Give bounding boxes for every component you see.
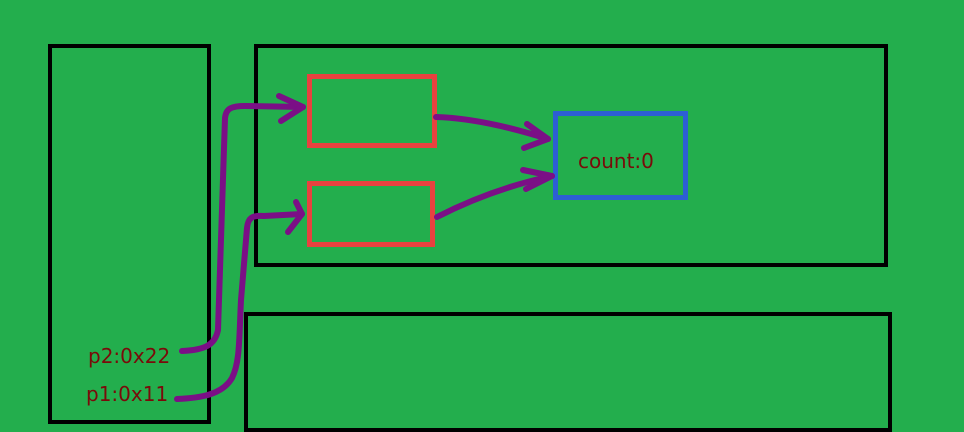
lower-arrowhead (520, 167, 555, 192)
pointer-p2-label: p2:0x22 (88, 344, 171, 368)
count-label: count:0 (578, 149, 654, 173)
count-box (553, 111, 688, 200)
lower-to-count-arrow (434, 173, 555, 220)
p1-arrow (174, 211, 305, 402)
object-box-lower (307, 181, 435, 247)
heap-region-top (254, 44, 888, 267)
p2-arrowhead (276, 93, 306, 124)
object-box-upper (307, 74, 437, 148)
upper-arrowhead (521, 121, 551, 151)
p1-arrowhead (285, 199, 305, 235)
pointer-arrows (174, 93, 555, 402)
upper-to-count-arrow (433, 114, 551, 142)
pointer-p1-label: p1:0x11 (86, 382, 169, 406)
p2-arrow (179, 103, 306, 354)
